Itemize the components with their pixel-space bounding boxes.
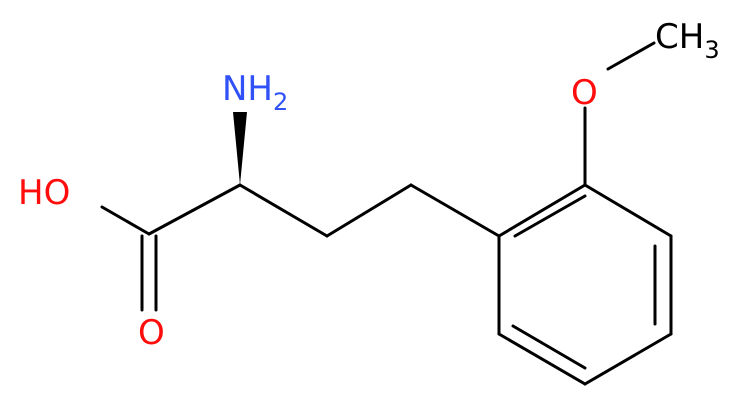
atom-labels: HO O NH2 O CH3 xyxy=(18,17,720,353)
methyl-label-subscript: 3 xyxy=(704,36,719,64)
bond-ether-oxygen-methyl xyxy=(606,41,656,71)
bond-c2-c3 xyxy=(238,183,329,238)
amine-label-subscript: 2 xyxy=(273,88,288,116)
amine-label-main: NH xyxy=(222,69,273,109)
wedge-bond-amine xyxy=(233,112,247,185)
ring-bond-5-6 xyxy=(497,332,587,386)
bond-c1-c2 xyxy=(147,183,242,236)
methyl-label: CH3 xyxy=(655,17,720,64)
bond-c4-ring xyxy=(409,183,501,238)
ring-inner-5-6 xyxy=(511,324,587,370)
ring-bond-4-5 xyxy=(583,332,673,386)
ring-bond-2-3 xyxy=(583,183,673,238)
bond-c3-c4 xyxy=(325,183,413,238)
carbonyl-oxygen-label: O xyxy=(138,313,165,353)
ether-oxygen-label: O xyxy=(571,73,598,113)
methyl-label-main: CH xyxy=(655,17,704,57)
ring-bond-1-2 xyxy=(497,183,587,238)
bonds xyxy=(100,41,673,386)
ring-inner-1-2 xyxy=(513,194,587,238)
amine-label: NH2 xyxy=(222,69,288,116)
bond-c1-hydroxyl xyxy=(100,205,151,236)
hydroxyl-label: HO xyxy=(18,173,70,213)
